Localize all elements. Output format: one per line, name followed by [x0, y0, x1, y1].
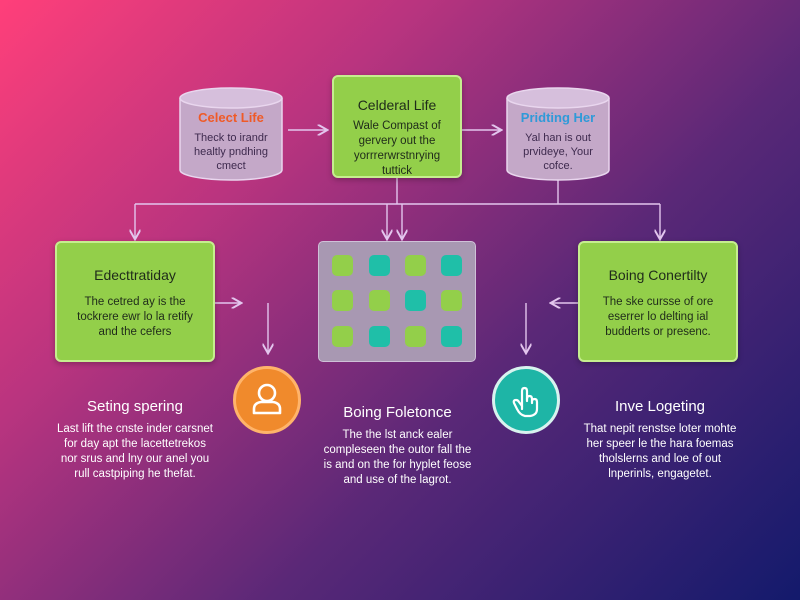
grid-dot: [369, 255, 390, 276]
bottom-title-right: Inve Logeting: [614, 398, 706, 415]
cylinder-title: Pridting Her: [520, 110, 596, 125]
dot-grid-panel: [318, 241, 476, 362]
person-icon: [233, 366, 301, 434]
grid-dot: [332, 255, 353, 276]
cylinder-body: Yal han is out prvideye, Your cofce.: [523, 132, 593, 172]
cylinder-shape: [506, 87, 610, 181]
box-title: Edecttratiday: [94, 267, 176, 283]
grid-dot: [369, 326, 390, 347]
box-body: The ske cursse of ore eserrer lo delting…: [602, 296, 714, 338]
cylinder-body: Theck to irandr healtly pndhing cmect: [193, 132, 268, 172]
process-box-right: Boing Conertilty The ske cursse of ore e…: [578, 241, 738, 362]
grid-dot: [405, 255, 426, 276]
grid-dot: [332, 290, 353, 311]
box-body: The cetred ay is the tockrere ewr lo la …: [77, 296, 193, 338]
process-box-left: Edecttratiday The cetred ay is the tockr…: [55, 241, 215, 362]
grid-dot: [405, 290, 426, 311]
cylinder-node-right: Pridting Her Yal han is out prvideye, Yo…: [505, 86, 611, 182]
box-title: Celderal Life: [357, 97, 437, 113]
cylinder-node-left: Celect Life Theck to irandr healtly pndh…: [178, 86, 284, 182]
grid-dot: [332, 326, 353, 347]
cylinder-shape: [179, 87, 283, 181]
process-box-top: Celderal Life Wale Compast of gervery ou…: [332, 75, 462, 178]
person-glyph: [252, 383, 282, 415]
bottom-body-right: That nepit renstse loter mohte her speer…: [583, 423, 737, 480]
grid-dot: [405, 326, 426, 347]
bottom-title-left: Seting spering: [87, 398, 183, 415]
box-title: Boing Conertilty: [608, 267, 708, 283]
grid-dot: [441, 255, 462, 276]
box-body: Wale Compast of gervery out the yorrrerw…: [353, 120, 441, 177]
cylinder-title: Celect Life: [198, 110, 264, 125]
hand-icon: [492, 366, 560, 434]
grid-dot: [369, 290, 390, 311]
grid-dot: [441, 290, 462, 311]
bottom-title-center: Boing Foletonce: [343, 404, 452, 421]
bottom-body-center: The the lst anck ealer compleseen the ou…: [323, 429, 472, 486]
hand-glyph: [512, 386, 539, 418]
bottom-body-left: Last lift the cnste inder carsnet for da…: [57, 423, 213, 480]
grid-dot: [441, 326, 462, 347]
